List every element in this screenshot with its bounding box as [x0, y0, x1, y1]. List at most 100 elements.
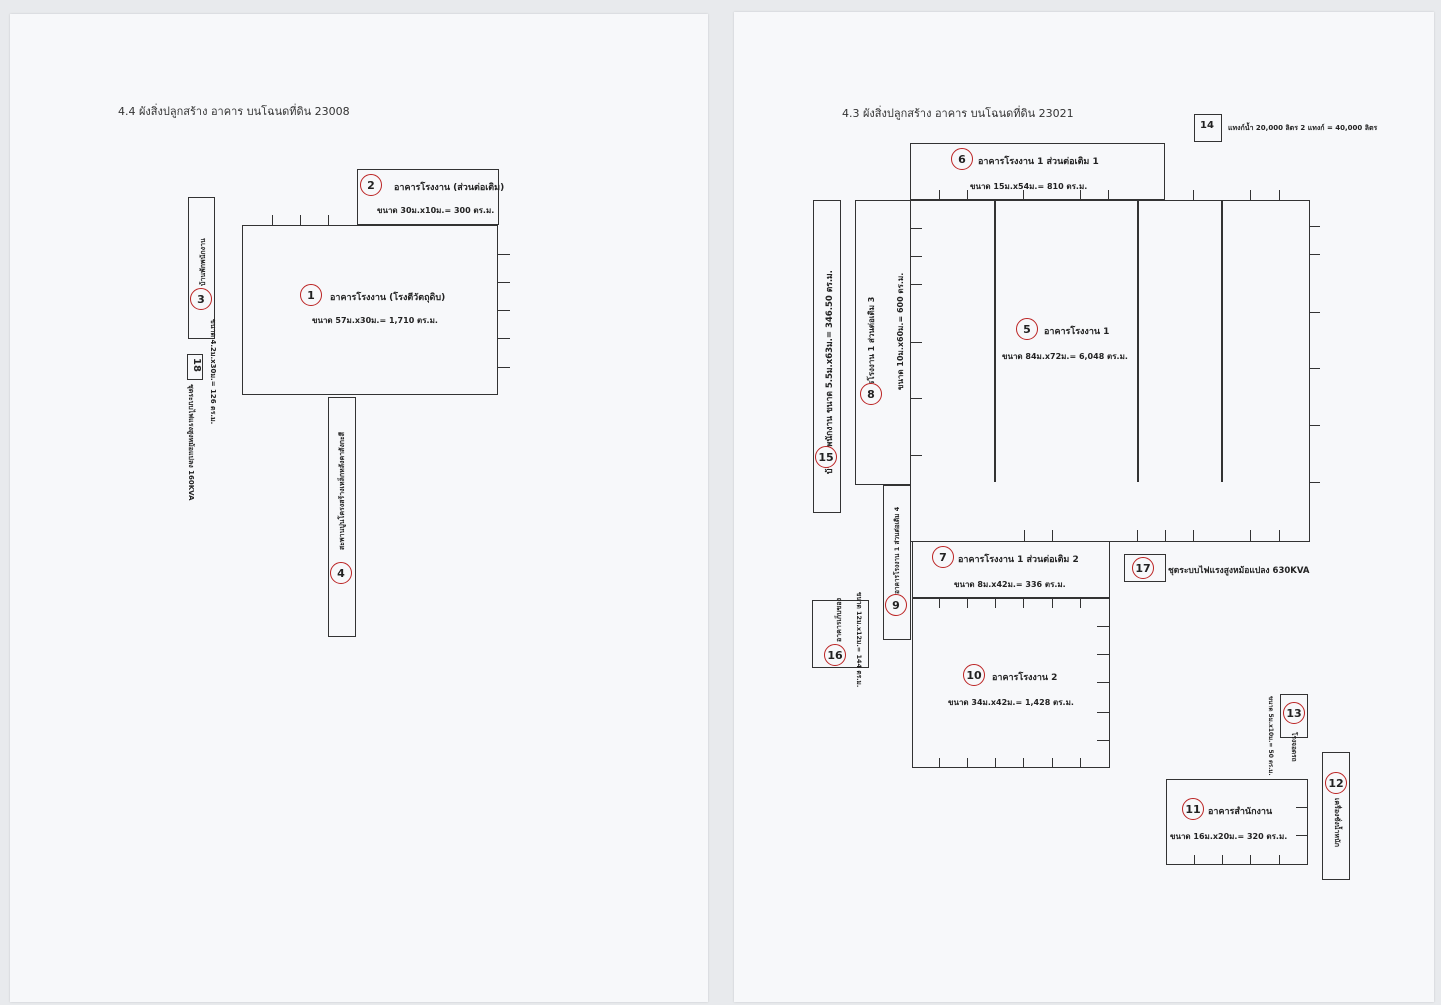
building-16-size: ขนาด 12ม.x12ม.= 144 ตร.ม. — [855, 592, 863, 688]
tick — [1097, 626, 1110, 628]
tick — [1052, 598, 1054, 608]
tick — [1097, 654, 1110, 656]
tick — [910, 455, 922, 457]
building-6-label: อาคารโรงงาน 1 ส่วนต่อเติม 1 — [978, 157, 1099, 167]
building-3-label: บ้านพักพนักงาน — [199, 238, 207, 286]
tick — [910, 256, 922, 258]
building-16 — [812, 600, 869, 668]
building-5-label: อาคารโรงงาน 1 — [1044, 327, 1110, 337]
tick — [1250, 190, 1252, 200]
building-7-size: ขนาด 8ม.x42ม.= 336 ตร.ม. — [954, 580, 1066, 589]
tick — [1250, 530, 1252, 542]
tick — [498, 338, 510, 340]
tick — [1310, 482, 1320, 484]
divider-line — [1137, 200, 1139, 482]
building-2-number: 2 — [360, 174, 382, 196]
building-2-size: ขนาด 30ม.x10ม.= 300 ตร.ม. — [377, 206, 495, 215]
building-11-label: อาคารสำนักงาน — [1208, 807, 1273, 817]
tick — [1165, 530, 1167, 542]
building-10-number: 10 — [963, 664, 985, 686]
building-18-box — [187, 354, 203, 380]
building-15-number: 15 — [815, 446, 837, 468]
building-9 — [883, 485, 911, 640]
tick — [1222, 855, 1224, 865]
tick — [498, 254, 510, 256]
tick — [1279, 855, 1281, 865]
building-15-label: บ้านพักพนักงาน ขนาด 5.5ม.x63ม.= 346.50 ต… — [825, 270, 835, 474]
building-17-box — [1124, 554, 1166, 582]
building-2 — [357, 169, 499, 225]
building-8-size: ขนาด 10ม.x60ม.= 600 ตร.ม. — [896, 272, 905, 390]
building-1 — [242, 225, 498, 395]
tick — [272, 215, 274, 225]
building-14-box — [1194, 114, 1222, 142]
building-16-number: 16 — [824, 644, 846, 666]
building-8 — [855, 200, 911, 485]
building-2-label: อาคารโรงงาน (ส่วนต่อเติม) — [394, 183, 505, 193]
building-10-size: ขนาด 34ม.x42ม.= 1,428 ตร.ม. — [948, 698, 1074, 707]
building-4 — [328, 397, 356, 637]
building-5-number: 5 — [1016, 318, 1038, 340]
tick — [910, 228, 922, 230]
tick — [1310, 312, 1320, 314]
building-10-label: อาคารโรงงาน 2 — [992, 673, 1058, 683]
building-13-label: โรงจอดรถ — [1290, 732, 1298, 762]
tick — [1097, 682, 1110, 684]
tick — [498, 310, 510, 312]
tick — [1250, 855, 1252, 865]
right-page: 4.3 ผังสิ่งปลูกสร้าง อาคาร บนโฉนดที่ดิน … — [734, 12, 1434, 1002]
building-11 — [1166, 779, 1308, 865]
building-15 — [813, 200, 841, 513]
tick — [910, 342, 922, 344]
tick — [300, 215, 302, 225]
tick — [939, 758, 941, 768]
tick — [995, 758, 997, 768]
tick — [1137, 530, 1139, 542]
tick — [1310, 368, 1320, 370]
divider-line — [1221, 200, 1223, 482]
tick — [1052, 530, 1054, 542]
building-3-number: 3 — [190, 288, 212, 310]
building-7-number: 7 — [932, 546, 954, 568]
tick — [1023, 758, 1025, 768]
building-8-number: 8 — [860, 383, 882, 405]
building-11-size: ขนาด 16ม.x20ม.= 320 ตร.ม. — [1170, 832, 1288, 841]
tick — [1097, 712, 1110, 714]
tick — [1080, 758, 1082, 768]
tick — [995, 598, 997, 608]
building-6-number: 6 — [951, 148, 973, 170]
tick — [1296, 807, 1308, 809]
tick — [910, 398, 922, 400]
tick — [1052, 758, 1054, 768]
tick — [910, 284, 922, 286]
building-1-number: 1 — [300, 284, 322, 306]
building-12 — [1322, 752, 1350, 880]
building-6 — [910, 143, 1165, 200]
building-11-number: 11 — [1182, 798, 1204, 820]
building-1-label: อาคารโรงงาน (โรงตีวัตถุดิบ) — [330, 293, 446, 303]
building-6-size: ขนาด 15ม.x54ม.= 810 ตร.ม. — [970, 182, 1088, 191]
tick — [1023, 598, 1025, 608]
building-12-label: เครื่องชั่งน้ำหนัก — [1333, 798, 1341, 847]
tick — [939, 598, 941, 608]
building-4-number: 4 — [330, 562, 352, 584]
building-4-label: สะพานปูนโครงสร้างเหล็กหลังคาสังกะสี — [338, 431, 346, 550]
tick — [1279, 190, 1281, 200]
tick — [1296, 835, 1308, 837]
tick — [1310, 254, 1320, 256]
tick — [967, 190, 969, 200]
building-9-number: 9 — [885, 594, 907, 616]
tick — [498, 367, 510, 369]
building-3 — [188, 197, 215, 339]
building-14-label: แทงก์น้ำ 20,000 ลิตร 2 แทงก์ = 40,000 ลิ… — [1228, 124, 1378, 132]
building-17-label: ชุดระบบไฟแรงสูงหม้อแปลง 630KVA — [1168, 566, 1310, 576]
building-3-size: ขนาด 4.2ม.x30ม.= 126 ตร.ม. — [209, 319, 217, 425]
tick — [1080, 190, 1082, 200]
tick — [967, 758, 969, 768]
tick — [1279, 530, 1281, 542]
building-9-label: อาคารโรงงาน 1 ส่วนต่อเติม 4 — [893, 506, 901, 594]
tick — [1193, 530, 1195, 542]
building-17-number: 17 — [1132, 557, 1154, 579]
building-5-size: ขนาด 84ม.x72ม.= 6,048 ตร.ม. — [1002, 352, 1128, 361]
tick — [1024, 530, 1026, 542]
